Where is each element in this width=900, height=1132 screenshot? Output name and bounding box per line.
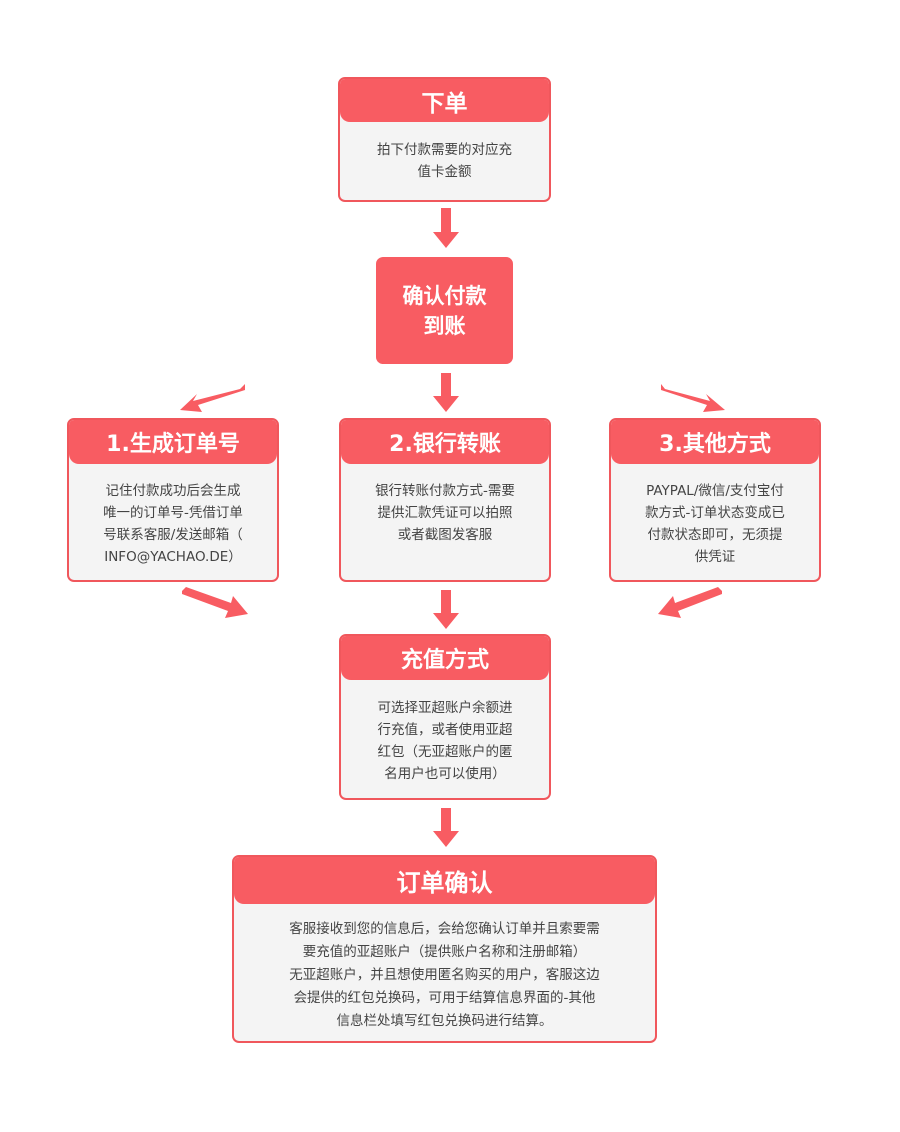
step-confirm-payment: 确认付款 到账 — [376, 257, 513, 364]
step-order-title: 下单 — [340, 79, 549, 122]
method-1-text: 记住付款成功后会生成 唯一的订单号-凭借订单 号联系客服/发送邮箱（ INFO@… — [103, 483, 243, 565]
arrow-down-1 — [433, 208, 459, 248]
method-1-box: 1.生成订单号 记住付款成功后会生成 唯一的订单号-凭借订单 号联系客服/发送邮… — [67, 418, 279, 582]
arrow-down-2 — [433, 373, 459, 412]
arrow-down-4 — [433, 808, 459, 847]
recharge-title: 充值方式 — [341, 636, 549, 680]
arrow-from-method-3 — [658, 587, 722, 618]
step-order-text: 拍下付款需要的对应充 值卡金额 — [377, 142, 512, 180]
order-confirm-box: 订单确认 客服接收到您的信息后，会给您确认订单并且索要需 要充值的亚超账户（提供… — [232, 855, 657, 1043]
step-order: 下单 拍下付款需要的对应充 值卡金额 — [338, 77, 551, 202]
method-1-title: 1.生成订单号 — [69, 420, 277, 464]
method-3-box: 3.其他方式 PAYPAL/微信/支付宝付 款方式-订单状态变成已 付款状态即可… — [609, 418, 821, 582]
method-3-title: 3.其他方式 — [611, 420, 819, 464]
arrow-from-method-1 — [182, 587, 248, 618]
method-2-title: 2.银行转账 — [341, 420, 549, 464]
order-confirm-title: 订单确认 — [234, 857, 655, 904]
arrow-down-3 — [433, 590, 459, 629]
arrow-to-method-1 — [180, 384, 245, 412]
recharge-text: 可选择亚超账户余额进 行充值，或者使用亚超 红包（无亚超账户的匿 名用户也可以使… — [377, 700, 513, 782]
method-2-box: 2.银行转账 银行转账付款方式-需要 提供汇款凭证可以拍照 或者截图发客服 — [339, 418, 551, 582]
method-3-text: PAYPAL/微信/支付宝付 款方式-订单状态变成已 付款状态即可，无须提 供凭… — [645, 483, 785, 565]
method-2-text: 银行转账付款方式-需要 提供汇款凭证可以拍照 或者截图发客服 — [375, 483, 515, 543]
order-confirm-text: 客服接收到您的信息后，会给您确认订单并且索要需 要充值的亚超账户（提供账户名称和… — [289, 921, 600, 1029]
recharge-box: 充值方式 可选择亚超账户余额进 行充值，或者使用亚超 红包（无亚超账户的匿 名用… — [339, 634, 551, 800]
arrow-to-method-3 — [661, 384, 725, 412]
